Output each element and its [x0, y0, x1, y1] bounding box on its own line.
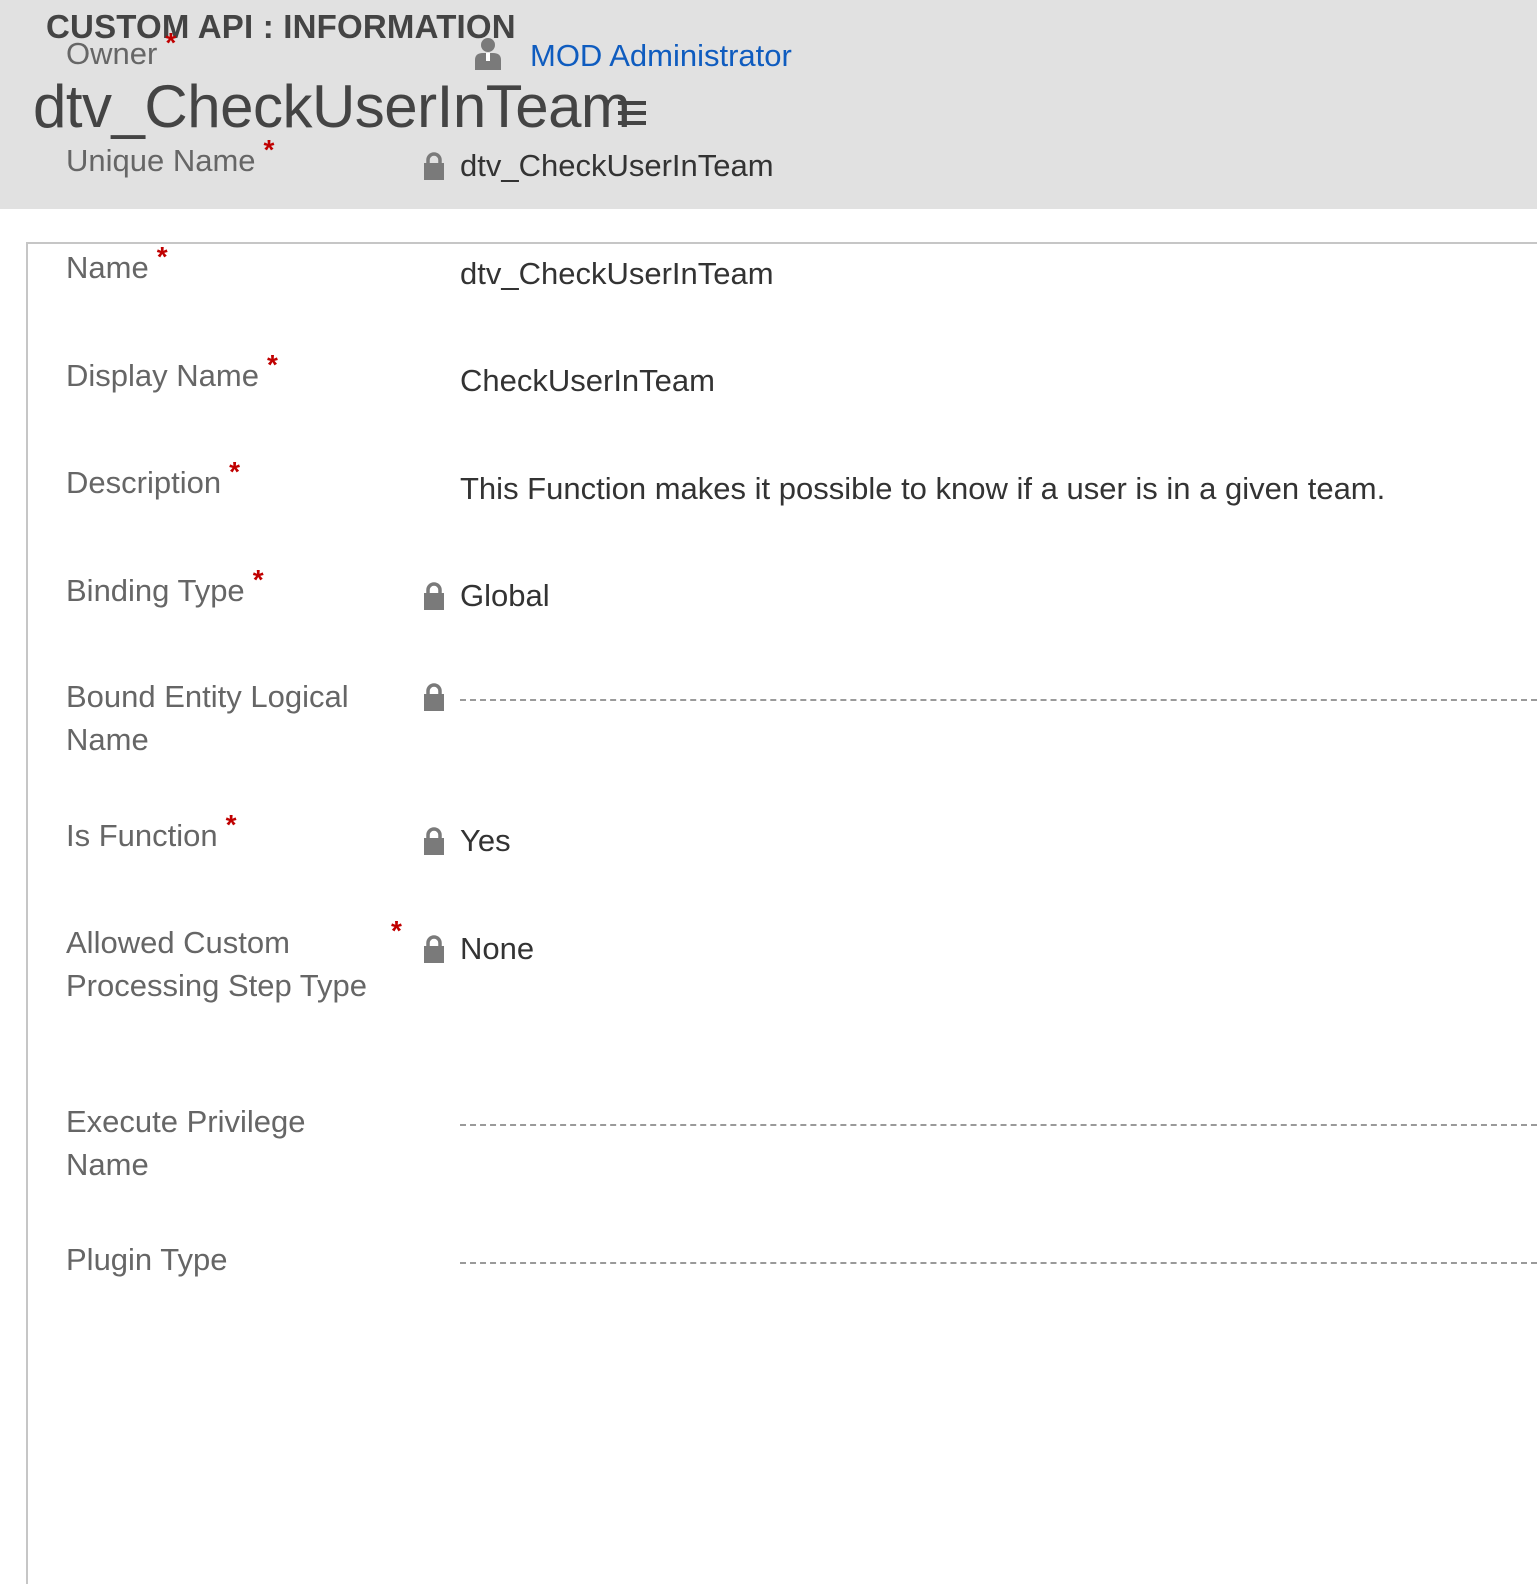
field-label-text: Owner [66, 36, 158, 71]
field-label: Owner * [66, 32, 386, 76]
field-value-unique-name[interactable]: dtv_CheckUserInTeam [460, 148, 774, 183]
user-icon [472, 36, 504, 70]
field-label: Unique Name * [66, 139, 386, 183]
required-icon: * [156, 246, 168, 272]
lock-icon [423, 582, 445, 610]
field-value-display-name[interactable]: CheckUserInTeam [460, 363, 715, 398]
field-label-text: Display Name [66, 358, 259, 393]
field-label-text: Is Function [66, 818, 218, 853]
field-label-text: Plugin Type [66, 1242, 228, 1277]
field-label-text: Name [66, 250, 149, 285]
required-icon: * [229, 461, 240, 487]
required-icon: * [266, 354, 278, 380]
field-input-plugin-type[interactable] [460, 1262, 1537, 1264]
field-label: Binding Type * [66, 569, 386, 613]
field-label: Display Name * [66, 354, 386, 398]
lock-icon [423, 683, 445, 711]
lock-icon [423, 935, 445, 963]
entity-label: CUSTOM API : INFORMATION [46, 8, 516, 45]
required-icon: * [165, 32, 177, 58]
record-title: dtv_CheckUserInTeam [33, 73, 631, 140]
field-label-text: Bound Entity Logical Name [66, 679, 349, 757]
required-icon: * [263, 139, 275, 165]
lock-icon [423, 827, 445, 855]
field-label: Name * [66, 246, 386, 290]
required-icon: * [225, 814, 237, 840]
field-label-text: Description [66, 465, 222, 500]
form-header: CUSTOM API : INFORMATION dtv_CheckUserIn… [0, 0, 1537, 209]
lock-icon [423, 152, 445, 180]
field-value-binding-type[interactable]: Global [460, 578, 550, 613]
field-value-description[interactable]: This Function makes it possible to know … [460, 471, 1386, 506]
field-label-text: Unique Name [66, 143, 256, 178]
field-label-text: Binding Type [66, 573, 245, 608]
field-input-bound-entity-logical-name[interactable] [460, 699, 1537, 701]
field-label: Plugin Type [66, 1238, 386, 1281]
field-label: Allowed Custom Processing Step Type [66, 921, 386, 1043]
field-value-allowed-custom-processing-step-type[interactable]: None [460, 931, 535, 966]
required-icon: * [391, 915, 402, 946]
field-input-execute-privilege-name[interactable] [460, 1124, 1537, 1126]
required-icon: * [252, 569, 264, 595]
field-value-is-function[interactable]: Yes [460, 823, 511, 858]
field-label: Is Function * [66, 814, 386, 858]
form-selector-menu-icon[interactable] [602, 98, 648, 128]
field-label: Description * [66, 461, 386, 505]
field-label: Bound Entity Logical Name [66, 675, 386, 761]
owner-link[interactable]: MOD Administrator [530, 38, 792, 73]
field-label-text: Execute Privilege Name [66, 1104, 306, 1182]
field-value-name[interactable]: dtv_CheckUserInTeam [460, 256, 774, 291]
field-label: Execute Privilege Name [66, 1100, 386, 1186]
field-label-text: Allowed Custom Processing Step Type [66, 925, 367, 1003]
